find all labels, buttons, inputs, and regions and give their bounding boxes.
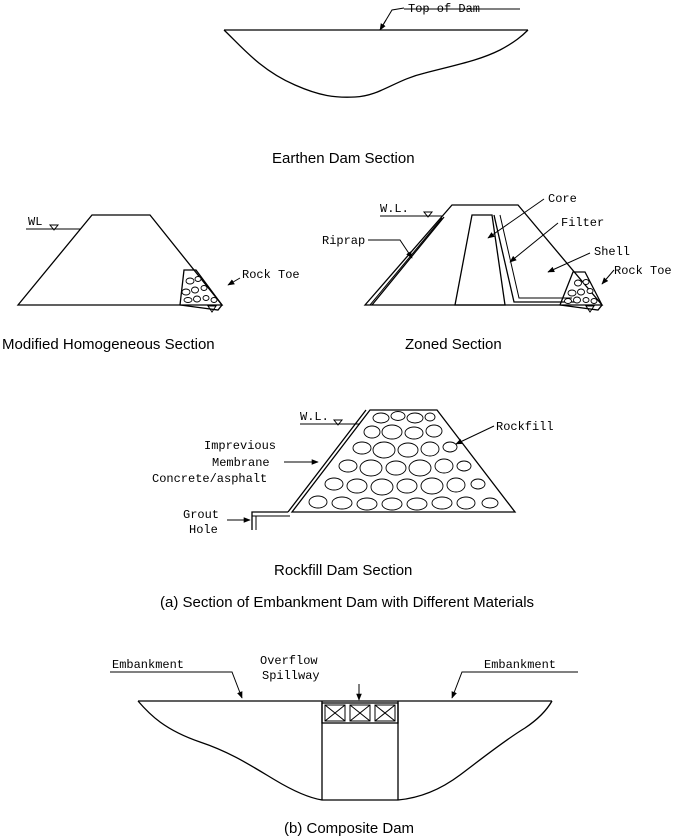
concrete-asphalt-label: Concrete/asphalt xyxy=(152,472,267,486)
part-a-caption: (a) Section of Embankment Dam with Diffe… xyxy=(160,594,535,611)
overflow-label: Overflow xyxy=(260,654,318,668)
embankment-right-label: Embankment xyxy=(484,658,556,672)
modified-homogeneous-caption: Modified Homogeneous Section xyxy=(2,336,215,353)
rockfill-label: Rockfill xyxy=(496,420,554,434)
wl-short-label: WL xyxy=(28,215,42,229)
earthen-dam-drawing: Top of Dam xyxy=(223,2,529,98)
water-level-marker-icon xyxy=(48,224,60,231)
filter-line-outer xyxy=(493,214,575,303)
rockfill-wl-label: W.L. xyxy=(300,410,329,424)
dam-core xyxy=(454,214,506,306)
rockfill-body-outline xyxy=(290,409,517,513)
top-of-dam-leader xyxy=(379,7,405,31)
homogeneous-dam-body xyxy=(16,214,224,306)
zoned-wl-label: W.L. xyxy=(380,202,409,216)
rockfill-water-level-icon xyxy=(332,419,344,426)
grout-label: Grout xyxy=(183,508,219,522)
filter-leader xyxy=(509,222,559,263)
valley-profile xyxy=(223,29,529,98)
zoned-section-drawing: W.L. Core Filter Riprap Shell Rock Toe xyxy=(322,192,672,313)
core-label: Core xyxy=(548,192,577,206)
filter-line-inner xyxy=(499,214,572,299)
embankment-left-label: Embankment xyxy=(112,658,184,672)
riprap-layer-line xyxy=(371,216,445,306)
embankment-right-leader xyxy=(451,671,578,699)
earthen-section-caption: Earthen Dam Section xyxy=(272,150,415,167)
zoned-rock-toe-leader xyxy=(601,269,615,285)
composite-dam-drawing: Embankment Embankment Overflow Spillway xyxy=(110,654,578,801)
zoned-rock-toe-label: Rock Toe xyxy=(614,264,672,278)
riprap-layer-inner xyxy=(369,217,443,306)
part-b-caption: (b) Composite Dam xyxy=(284,820,415,837)
imprevious-label: Imprevious xyxy=(204,439,276,453)
spillway-label: Spillway xyxy=(262,669,320,683)
zoned-rock-toe-drain-icon xyxy=(585,305,595,313)
shell-leader xyxy=(547,252,591,273)
rock-toe-drain-icon xyxy=(207,305,217,313)
spillway-gates-frame xyxy=(321,702,399,724)
zoned-section-caption: Zoned Section xyxy=(405,336,502,353)
modified-homogeneous-drawing: WL Rock Toe xyxy=(16,214,300,313)
rock-toe-zone xyxy=(179,269,223,311)
zoned-rock-toe-zone xyxy=(559,271,603,311)
hole-label: Hole xyxy=(189,523,218,537)
top-of-dam-label: Top of Dam xyxy=(408,2,480,16)
rockfill-stones xyxy=(308,411,499,511)
rockfill-section-caption: Rockfill Dam Section xyxy=(274,562,413,579)
rockfill-leader xyxy=(455,425,495,445)
filter-label: Filter xyxy=(561,216,604,230)
rockfill-dam-drawing: W.L. xyxy=(152,409,554,537)
zoned-dam-outline xyxy=(363,204,604,306)
zoned-water-level-icon xyxy=(422,211,434,218)
grout-hole-outline xyxy=(251,511,288,530)
zoned-rock-toe-stones xyxy=(564,279,598,304)
riprap-leader xyxy=(368,239,413,259)
top-of-dam-arrow xyxy=(379,19,387,31)
core-leader xyxy=(487,198,545,239)
shell-label: Shell xyxy=(594,245,630,259)
riprap-label: Riprap xyxy=(322,234,365,248)
spillway-gate-icons xyxy=(324,704,396,722)
rock-toe-label: Rock Toe xyxy=(242,268,300,282)
membrane-label: Membrane xyxy=(212,456,270,470)
rock-toe-stones xyxy=(181,276,218,303)
rock-toe-leader xyxy=(227,277,241,286)
membrane-line xyxy=(287,409,367,513)
embankment-left-leader xyxy=(110,671,243,699)
